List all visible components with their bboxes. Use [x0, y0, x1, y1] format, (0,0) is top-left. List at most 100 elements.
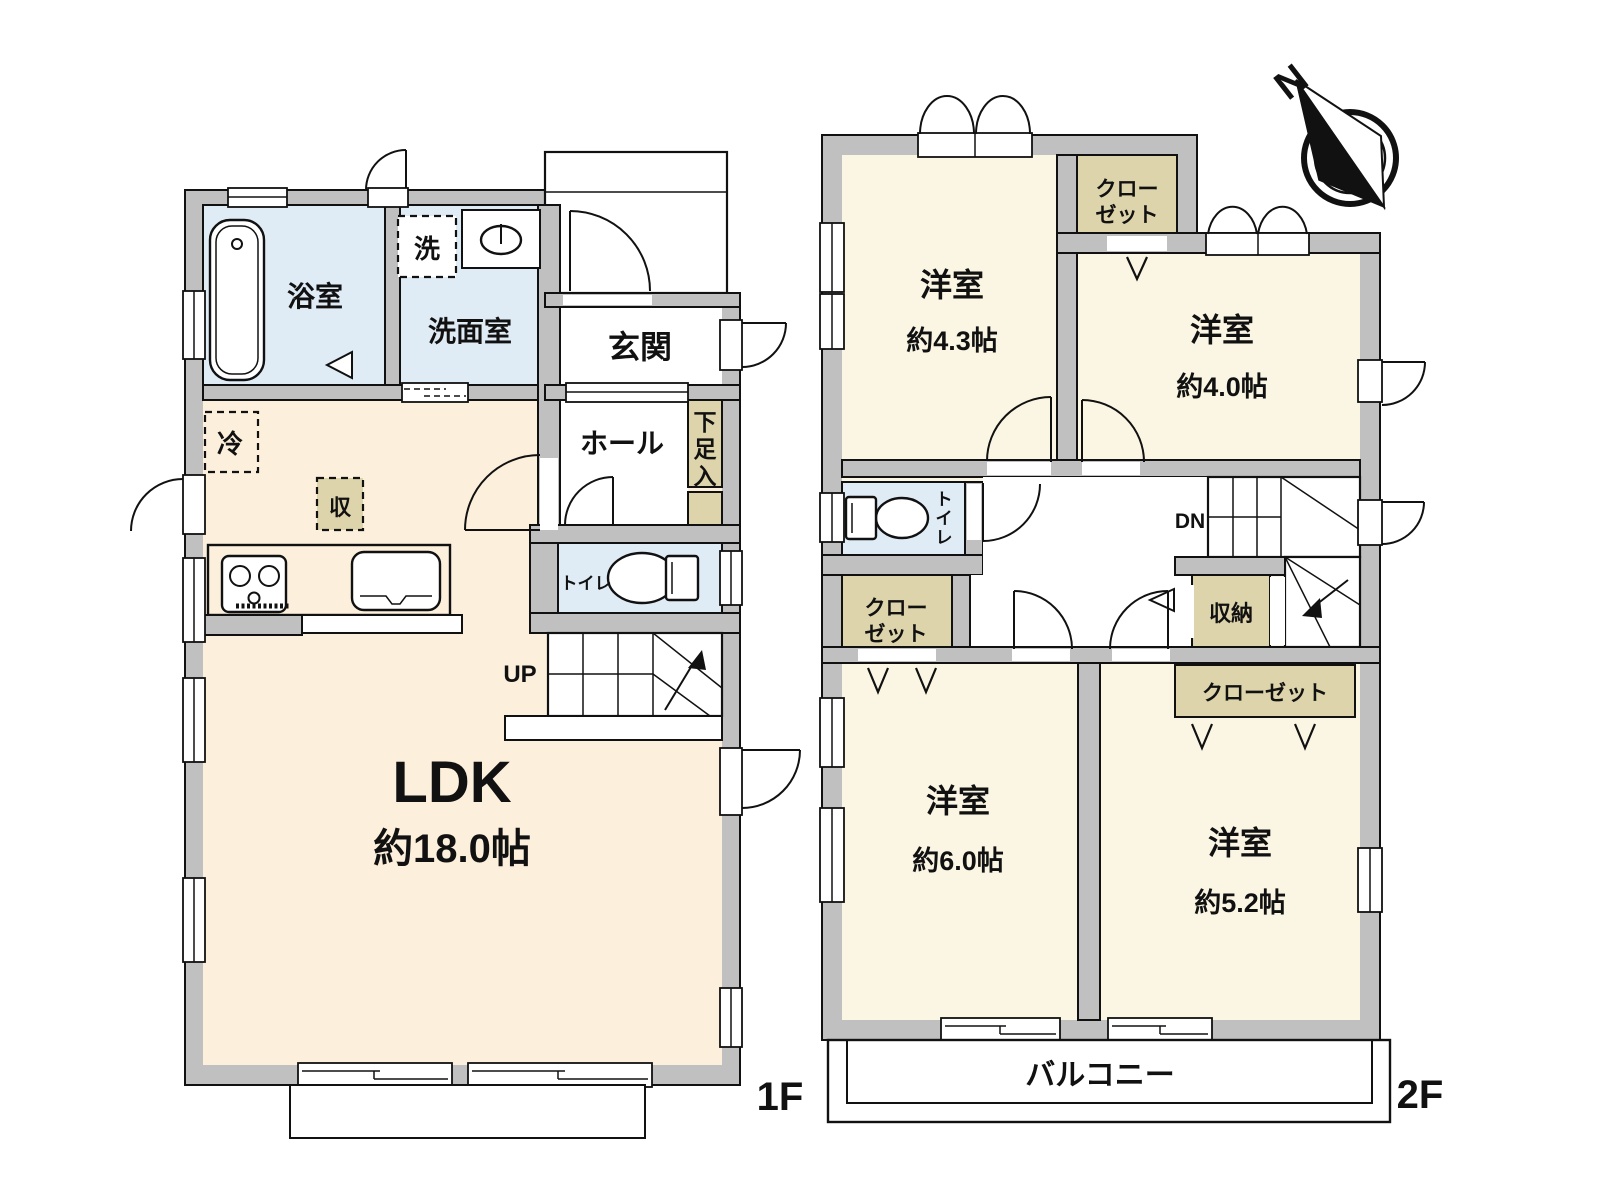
- f2-floor-label: 2F: [1397, 1073, 1444, 1117]
- f1-entrance-floor: [560, 307, 722, 385]
- f2-wall-d: [821, 554, 984, 576]
- f2-closet-right: [1174, 664, 1356, 718]
- f1-floor-label: 1F: [757, 1075, 804, 1119]
- f2-closet-left-label: クロー ゼット: [865, 597, 928, 646]
- f1-counter-bar: [301, 614, 463, 634]
- f2-closet-right-arrow2-icon: [1293, 723, 1317, 751]
- f1-entrance-label: 玄関: [608, 329, 672, 365]
- f1-storage-label: 収: [329, 495, 352, 520]
- f1-wall-hall-toilet: [529, 524, 741, 544]
- f1-entrance-step: [565, 382, 689, 403]
- f2-stairs-arrow-icon: [1302, 598, 1322, 618]
- f1-washroom-label: 洗面室: [428, 315, 512, 347]
- f2-storage-label: 収納: [1209, 601, 1253, 626]
- f2-bedroom-d-door: [1109, 590, 1170, 661]
- f2-bedroom-c-label: 洋室: [926, 783, 990, 819]
- f1-back-door: [365, 149, 409, 208]
- f1-left-window-1: [182, 290, 206, 360]
- f1-bath-window: [227, 187, 288, 208]
- svg-text:下: 下: [694, 409, 717, 435]
- f1-kitchen-counter: [202, 543, 463, 636]
- f1-toilet-fixture-icon: [606, 551, 700, 605]
- f1-left-window-4: [182, 877, 206, 963]
- f1-fridge-label: 冷: [217, 429, 243, 459]
- f1-front-door: [563, 210, 652, 305]
- f2-right-door-1: [1357, 359, 1426, 406]
- f2-closet-top-opening: [1107, 236, 1167, 251]
- svg-text:クロー: クロー: [1096, 178, 1159, 201]
- f1-porch: [543, 150, 729, 295]
- compass-icon: N: [1266, 56, 1399, 211]
- f1-shoe-cabinet: [687, 399, 723, 526]
- f1-left-door: [130, 474, 206, 535]
- f1-washer-label: 洗: [414, 234, 440, 264]
- svg-text:足: 足: [694, 436, 717, 462]
- f1-toilet-label: トイレ: [561, 574, 612, 593]
- f2-closet-top: [1076, 154, 1178, 236]
- f2-right-window: [1357, 847, 1383, 913]
- f1-stairs-arrow-icon: [688, 650, 706, 670]
- f2-bedroom-b-size: 約4.0帖: [1176, 371, 1268, 402]
- f2-wall-f: [1174, 556, 1286, 576]
- f2-stairs-label: DN: [1175, 510, 1205, 533]
- f2-closet-left-opening: [858, 649, 936, 661]
- f1-openings: [130, 149, 801, 1139]
- f2-wall-e: [951, 574, 971, 648]
- f2-closet-left: [841, 574, 953, 648]
- f2-storage-gap: [1270, 577, 1285, 645]
- f2-toilet-label: ト イ レ: [936, 490, 953, 547]
- f2-closet-top-label: クロー ゼット: [1096, 178, 1159, 227]
- f1-washer-box: [396, 214, 458, 279]
- svg-text:クロー: クロー: [865, 597, 928, 620]
- f2-bedroom-a-window: [917, 95, 1033, 158]
- f2-bedroom-b-label: 洋室: [1190, 312, 1254, 348]
- f1-hall-label: ホール: [580, 428, 664, 459]
- f1-stairs: [504, 631, 724, 741]
- f1-right-door: [719, 747, 801, 816]
- f1-bath-door-icon: [324, 350, 353, 380]
- f1-left-window-3: [182, 677, 206, 763]
- f2-toilet-door: [967, 483, 1041, 542]
- f1-right-window: [719, 987, 743, 1048]
- f2-closet-left-arrow1-icon: [866, 667, 890, 695]
- f1-fridge-box: [203, 410, 260, 474]
- f2-bedroom-a-door: [986, 396, 1052, 475]
- f2-bedroom-b-window: [1205, 205, 1310, 256]
- f1-vanity-icon: [461, 209, 541, 269]
- f2-closet-right-label: クローゼット: [1202, 681, 1328, 705]
- f2-left-window-3: [819, 697, 845, 768]
- f2-wall-h: [1077, 662, 1101, 1021]
- f2-left-window-1: [819, 222, 845, 293]
- floor1-plan: 浴室 洗 洗面室 玄関 ホール 下 足 入 冷 収 トイレ UP LDK 約18…: [130, 149, 804, 1139]
- f2-wall-a: [1056, 154, 1078, 461]
- f1-toilet-door: [564, 476, 614, 526]
- f2-bedroom-d-label: 洋室: [1208, 825, 1272, 861]
- f1-sink-icon: [350, 550, 442, 612]
- f1-bottom-window-1: [297, 1062, 453, 1088]
- f1-wall-toilet-stairs: [529, 612, 741, 634]
- f2-left-window-4: [819, 807, 845, 903]
- f2-openings: [819, 95, 1426, 1043]
- svg-text:レ: レ: [936, 528, 953, 547]
- f2-storage-opening: [1176, 585, 1194, 638]
- f2-storage-box: [1191, 574, 1271, 648]
- f1-bathroom-label: 浴室: [287, 280, 343, 312]
- f1-storage-box: [315, 476, 365, 532]
- f2-bottom-window-1: [940, 1017, 1061, 1043]
- f1-shoe-cabinet-label: 下 足 入: [694, 409, 717, 489]
- f1-left-window-2: [182, 557, 206, 643]
- f1-stove-icon: [220, 554, 290, 614]
- f2-left-window-2: [819, 293, 845, 350]
- svg-text:ト: ト: [936, 490, 953, 509]
- f1-washroom-slide-door: [401, 382, 469, 403]
- f2-bottom-window-2: [1107, 1017, 1213, 1043]
- f2-right-door-2: [1357, 499, 1425, 546]
- f1-stairs-landing: [504, 715, 723, 741]
- f1-wall-wet-ldk: [202, 384, 541, 401]
- f1-ldk-hall-door: [464, 454, 558, 531]
- f2-balcony: [826, 1038, 1392, 1124]
- f1-bottom-window-2: [467, 1062, 653, 1088]
- f2-bedroom-a-label: 洋室: [920, 267, 984, 303]
